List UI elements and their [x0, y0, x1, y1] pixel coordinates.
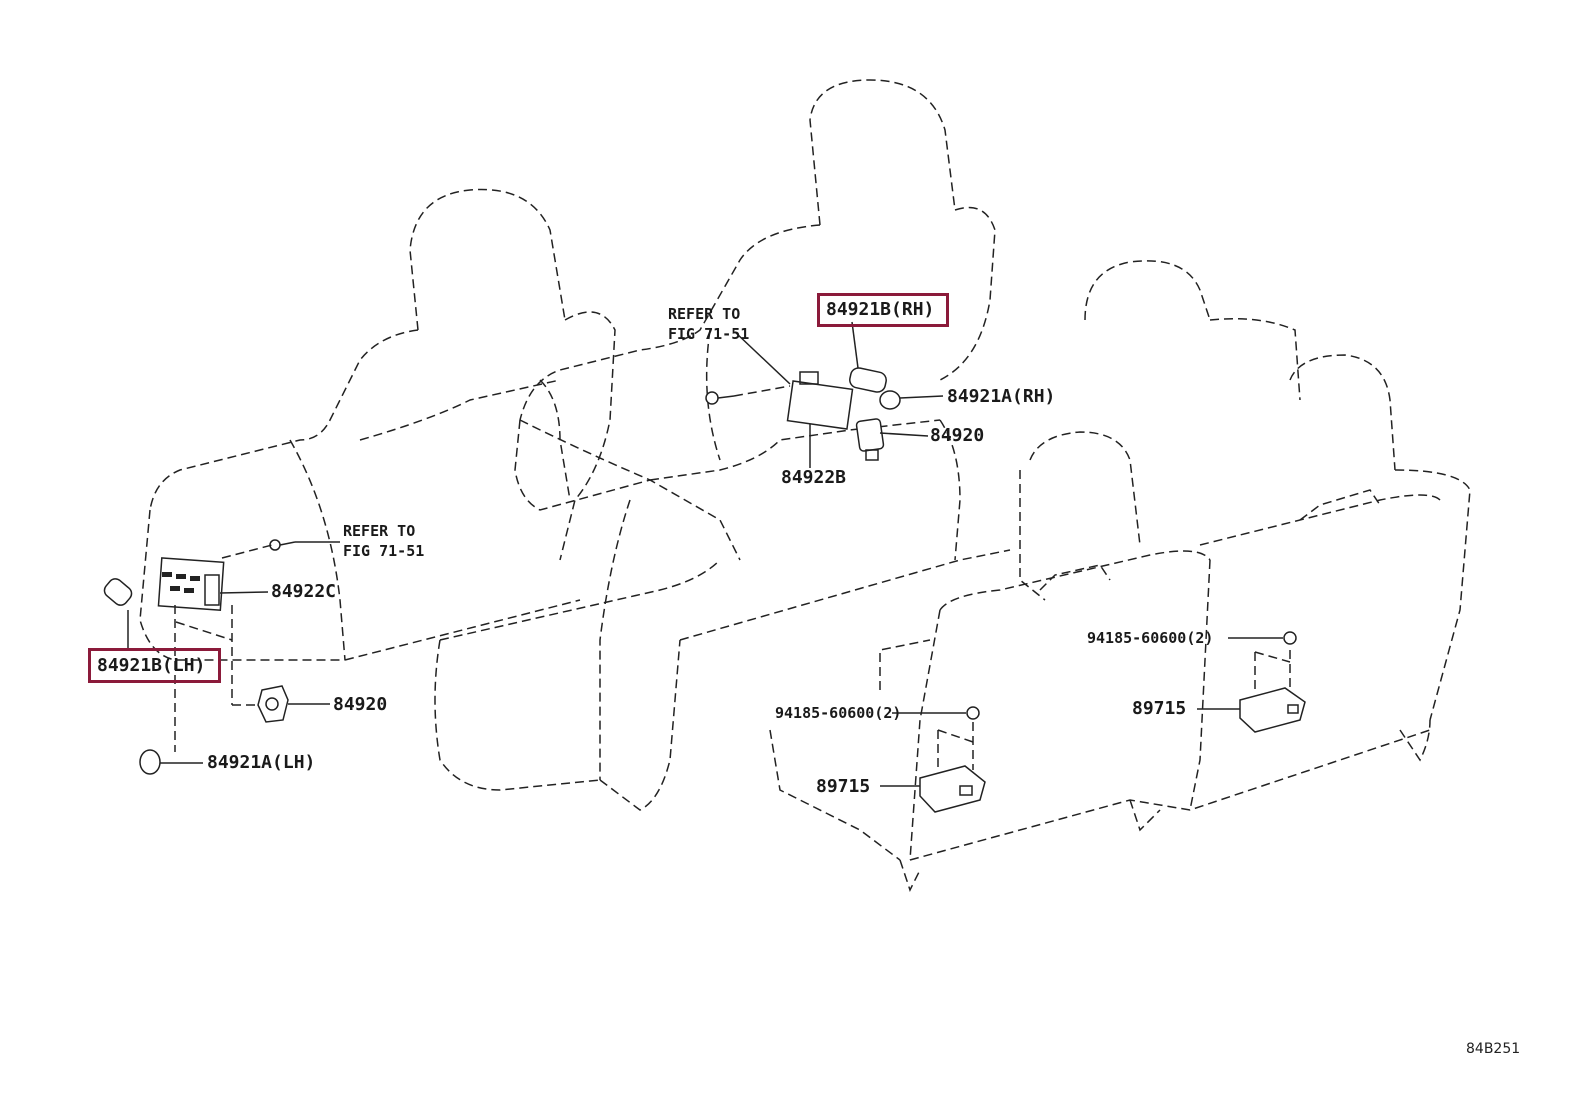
part-label-84922c[interactable]: 84922C: [271, 581, 337, 602]
third-row-seat-outline: [769, 260, 1471, 892]
part-label-94185-left[interactable]: 94185-60600(2): [775, 704, 902, 722]
figure-id: 84B251: [1466, 1041, 1521, 1057]
part-label-84921b-lh[interactable]: 84921B(LH): [97, 655, 206, 676]
figure-reference-text: FIG 71-51: [343, 542, 425, 560]
lower-switch-assembly: [103, 539, 296, 775]
refer-to-figure-lower: REFER TO FIG 71-51: [343, 521, 424, 561]
highlight-box-84921b-lh: [88, 648, 221, 683]
refer-to-text: REFER TO: [343, 522, 416, 540]
module-89715-right: [1239, 631, 1306, 733]
module-89715-left: [919, 706, 986, 813]
refer-to-figure-upper: REFER TO FIG 71-51: [668, 304, 749, 344]
part-label-84922b[interactable]: 84922B: [781, 467, 847, 488]
part-label-84920-lower[interactable]: 84920: [333, 694, 388, 715]
part-label-84921b-rh[interactable]: 84921B(RH): [826, 299, 935, 320]
leader-lines: [127, 321, 1283, 787]
upper-switch-assembly: [705, 367, 901, 461]
part-label-89715-right[interactable]: 89715: [1132, 698, 1187, 719]
part-label-94185-right[interactable]: 94185-60600(2): [1087, 629, 1214, 647]
second-row-seat-outline: [434, 79, 1011, 811]
figure-reference-text: FIG 71-51: [668, 325, 750, 343]
refer-to-text: REFER TO: [668, 305, 741, 323]
part-label-84921a-lh[interactable]: 84921A(LH): [207, 752, 316, 773]
highlight-box-84921b-rh: [817, 293, 949, 327]
part-label-89715-left[interactable]: 89715: [816, 776, 871, 797]
part-label-84921a-rh[interactable]: 84921A(RH): [947, 386, 1056, 407]
part-label-84920-upper[interactable]: 84920: [930, 425, 985, 446]
